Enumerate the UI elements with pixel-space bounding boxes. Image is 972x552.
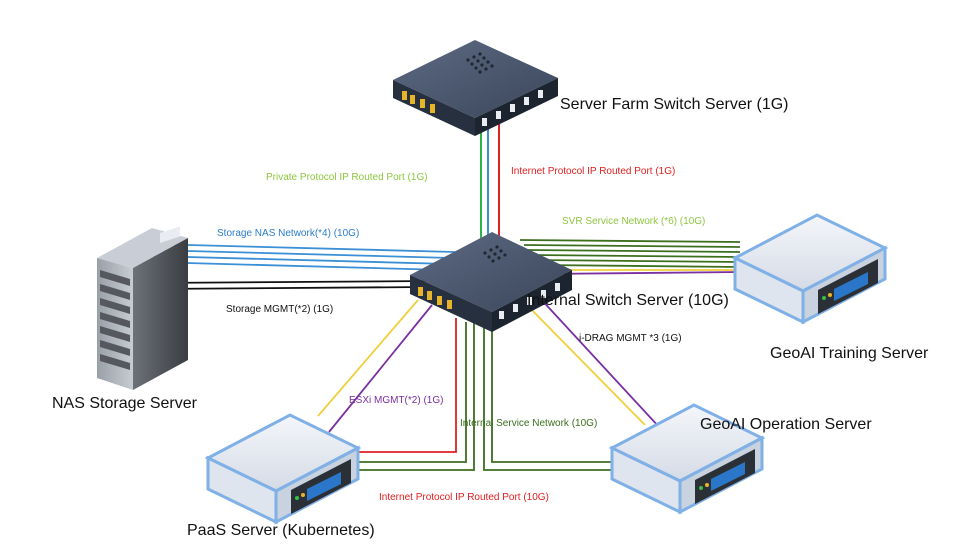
geoai-operation-server-icon: [608, 403, 766, 515]
link-op-purple: [537, 295, 661, 429]
storage-mgmt-label: Storage MGMT(*2) (1G): [226, 304, 334, 315]
svr-service-network-label: SVR Service Network (*6) (10G): [562, 216, 706, 227]
link-esxi-yellow: [317, 299, 419, 417]
link-svr-service-5: [535, 259, 741, 263]
nas-storage-icon: [97, 226, 188, 390]
esxi-mgmt-label: ESXi MGMT(*2) (1G): [349, 395, 444, 406]
internal-switch-icon: [410, 232, 572, 332]
paas-server-label: PaaS Server (Kubernetes): [187, 522, 375, 539]
link-svr-service-2: [523, 244, 741, 248]
links: [149, 118, 741, 471]
link-svr-service-6: [539, 264, 741, 268]
geoai-training-label: GeoAI Training Server: [770, 345, 929, 362]
link-storage-mgmt-1: [149, 280, 431, 284]
link-op-green-2: [491, 322, 614, 463]
storage-nas-network-label: Storage NAS Network(*4) (10G): [217, 228, 360, 239]
server-farm-switch-icon: [393, 40, 558, 136]
link-svr-purple: [539, 271, 741, 275]
nas-storage-label: NAS Storage Server: [52, 395, 197, 412]
geoai-training-server-icon: [731, 213, 889, 325]
paas-server-icon: [204, 413, 362, 525]
link-storage-mgmt-2: [149, 286, 429, 290]
link-paas-green-2: [356, 322, 475, 471]
link-svr-service-1: [519, 239, 741, 243]
link-paas-red: [356, 318, 457, 453]
internal-switch-label: Internal Switch Server (10G): [527, 292, 729, 309]
server-farm-switch-label: Server Farm Switch Server (1G): [560, 96, 789, 113]
link-op-green-1: [483, 322, 614, 471]
private-protocol-label: Private Protocol IP Routed Port (1G): [266, 172, 428, 183]
internal-service-network-label: Internal Service Network (10G): [460, 418, 598, 429]
link-paas-green-1: [356, 322, 467, 463]
link-storage-nas-4: [149, 261, 447, 271]
internet-protocol-10g-label: Internet Protocol IP Routed Port (10G): [379, 492, 549, 503]
link-storage-nas-3: [149, 255, 450, 265]
link-svr-service-3: [527, 249, 741, 253]
link-esxi-purple: [328, 304, 433, 433]
idrag-mgmt-label: i-DRAG MGMT *3 (1G): [579, 333, 682, 344]
geoai-operation-label: GeoAI Operation Server: [700, 416, 872, 433]
link-storage-nas-2: [149, 249, 453, 259]
link-storage-nas-1: [149, 243, 456, 253]
internet-protocol-1g-label: Internet Protocol IP Routed Port (1G): [511, 166, 676, 177]
link-svr-service-4: [531, 254, 741, 258]
link-op-yellow: [521, 299, 646, 426]
